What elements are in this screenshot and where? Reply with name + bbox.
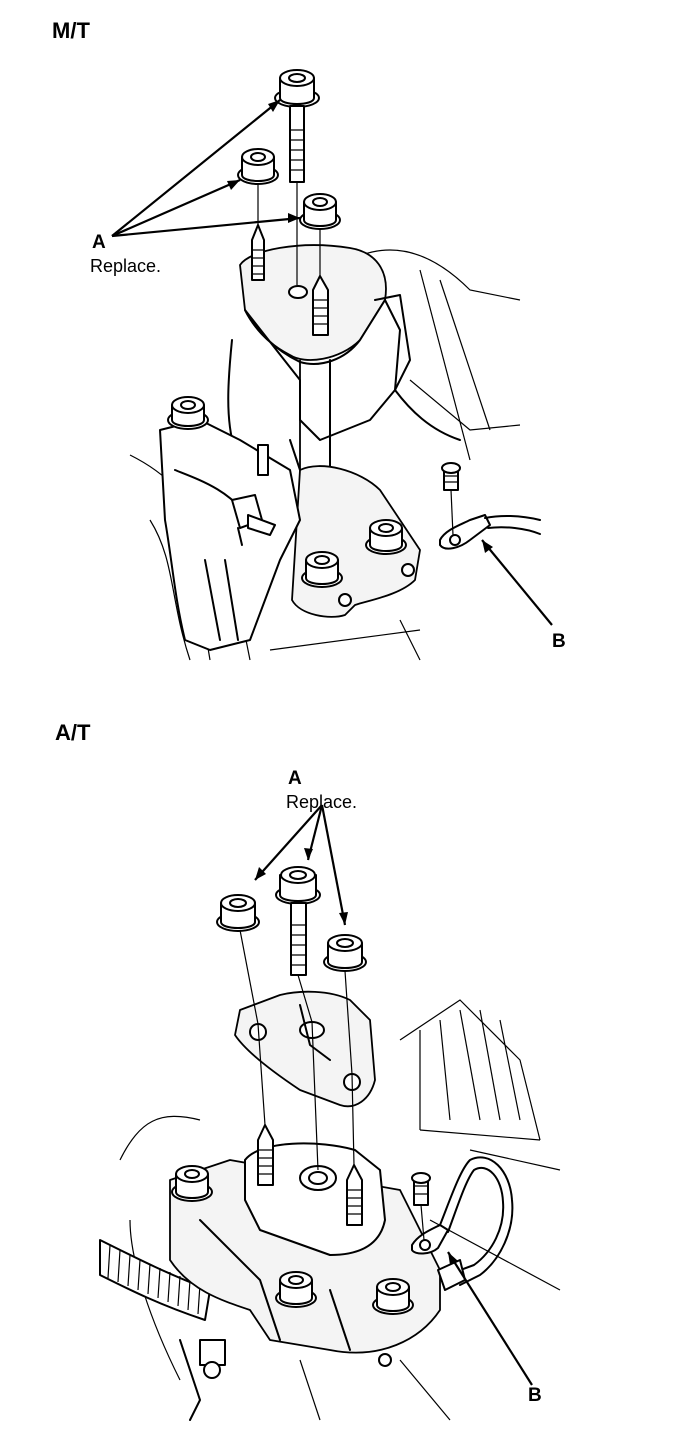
at-callout-a-letter: A (288, 768, 302, 789)
mt-section-title: M/T (52, 18, 90, 43)
mt-replace-bolt (275, 70, 319, 182)
at-housing-nut-left (172, 1166, 212, 1201)
mt-stud-left (252, 225, 264, 280)
at-replace-nut-2 (324, 935, 366, 971)
mt-leader-arrows (112, 100, 552, 625)
mt-base-nut-right (366, 520, 406, 554)
at-section-title: A/T (55, 720, 91, 745)
mt-callout-a-note: Replace. (90, 256, 162, 276)
at-background-structure (120, 1000, 560, 1420)
at-leader-arrows (255, 805, 532, 1385)
mt-frame-member (160, 420, 300, 650)
mt-callout-a-letter: A (92, 232, 106, 253)
mt-ground-terminal (440, 463, 540, 549)
at-transmission-mount-diagram (0, 700, 688, 1436)
mt-callout-b-letter: B (552, 631, 566, 652)
mt-base-nut-left (302, 552, 342, 587)
mt-stud-right (313, 276, 328, 335)
at-stud-right (347, 1165, 362, 1225)
mt-transmission-mount-diagram (0, 0, 688, 700)
at-housing-nut-center (276, 1272, 316, 1307)
at-housing-nut-right (373, 1279, 413, 1314)
at-align-line-1 (240, 930, 265, 1125)
mt-replace-nut-2 (300, 194, 340, 229)
at-mount-bracket-plate (235, 992, 375, 1107)
at-ground-terminal (412, 1157, 512, 1290)
at-replace-nut-1 (217, 895, 259, 931)
mt-frame-nut-left (168, 397, 208, 429)
at-align-line-3 (298, 975, 318, 1170)
at-align-line-2 (345, 971, 354, 1165)
at-stud-left (258, 1125, 273, 1185)
at-callout-a-note: Replace. (286, 792, 358, 812)
at-callout-b-letter: B (528, 1385, 542, 1406)
at-corrugated-hose (100, 1240, 210, 1320)
at-replace-bolt (276, 867, 320, 975)
mt-replace-nut-1 (238, 149, 278, 184)
